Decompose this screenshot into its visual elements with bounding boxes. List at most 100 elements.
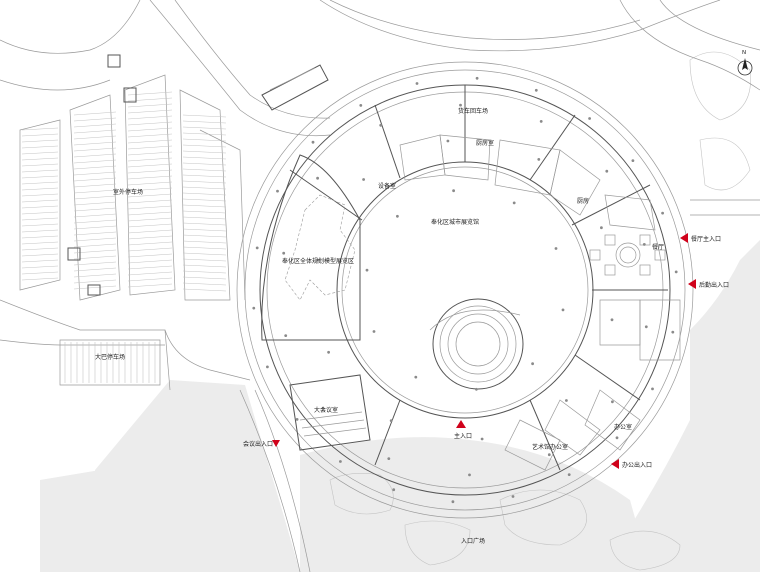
parking-stall-line [127,199,173,204]
column-dot [644,325,648,329]
label-conference-hall: 大会议室 [314,406,338,414]
parking-stall-line [73,261,117,266]
parking-stall-line [127,139,173,144]
masterplan-wing [261,154,361,341]
office-entrance-arrow-icon [611,459,619,469]
parking-stall-line [73,141,117,146]
parking-stall-line [21,127,59,131]
parking-stall-line [127,91,173,96]
column-dot [631,159,635,163]
column-dot [674,270,678,274]
parking-stall-line [127,223,173,228]
parking-stall-line [182,168,227,172]
column-dot [396,214,399,218]
parking-stall-line [73,171,117,176]
parking-stall-line [73,255,117,260]
parking-stall-line [127,247,173,252]
parking-stall-line [182,114,227,118]
parking-stall-line [21,163,59,167]
column-dot [266,365,269,369]
parking-stall-line [73,153,117,158]
parking-stall-line [182,228,227,232]
north-label: N [742,50,746,56]
parking-stall-line [182,216,227,220]
parking-stall-line [73,117,117,122]
parking-stall-line [127,151,173,156]
column-dot [554,247,558,250]
parking-stall-line [127,193,173,198]
parking-stall-line [127,259,173,264]
main-entrance-arrow-icon [456,420,466,428]
parking-stall-line [21,157,59,161]
parking-stall-line [182,270,227,274]
parking-stall-line [182,288,227,292]
parking-stall-line [73,177,117,182]
column-dot [588,117,591,120]
column-dot [565,399,568,402]
parking-stall-line [127,271,173,276]
parking-stall-line [73,123,117,128]
parking-stall-line [182,198,227,202]
parking-stall-line [21,241,59,245]
parking-stall-line [182,150,227,154]
parking-stall-line [21,229,59,233]
parking-stall-line [73,273,117,278]
column-dot [282,251,286,255]
column-dot [671,330,675,334]
parking-stall-line [182,180,227,184]
parking-stall-line [182,186,227,190]
parking-stall-line [21,187,59,191]
column-dot [327,350,330,354]
conference-room [289,374,371,451]
parking-stall-line [182,162,227,166]
parking-stall-line [127,181,173,186]
column-dot [311,140,315,144]
column-dot [365,268,369,272]
parking-stall-line [21,139,59,143]
loading-dock [261,64,329,111]
restaurant-hall [589,234,666,276]
parking-stall-line [73,135,117,140]
parking-stall-line [21,217,59,221]
column-dot [611,400,614,404]
parking-stall-line [127,145,173,150]
parking-stall-line [182,258,227,262]
parking-stall-line [182,204,227,208]
column-dot [372,330,376,333]
parking-stall-line [21,259,59,263]
label-art-office: 艺术馆办公室 [532,443,568,451]
parking-stall-line [73,165,117,170]
parking-stall-line [73,129,117,134]
parking-stall-line [182,246,227,250]
column-dot [359,104,363,107]
column-dot [547,453,551,457]
parking-stall-line [73,231,117,236]
parking-stall-line [127,241,173,246]
parking-stall-line [182,138,227,142]
parking-stall-line [127,265,173,270]
parking-stall-line [127,133,173,138]
column-dot [451,500,455,504]
column-dot [387,457,391,460]
column-dot [295,418,299,421]
label-restaurant-entrance: 餐厅主入口 [691,235,721,243]
parking-stall-line [21,133,59,137]
parking-stall-line [21,223,59,227]
parking-stall-line [127,205,173,210]
column-dot [276,189,279,193]
parking-stall-line [127,109,173,114]
parking-stall-line [73,111,117,116]
parking-stall-line [73,159,117,164]
column-grid-dots [252,76,678,504]
column-dot [339,460,342,463]
label-city-exhibit-hall: 奉化区城市展览馆 [431,218,479,226]
parking-stall-line [127,235,173,240]
column-dot [459,103,462,107]
parking-stall-line [21,181,59,185]
parking-stall-line [73,213,117,218]
parking-stall-line [182,234,227,238]
parking-stall-line [73,201,117,206]
parking-stall-line [182,222,227,226]
